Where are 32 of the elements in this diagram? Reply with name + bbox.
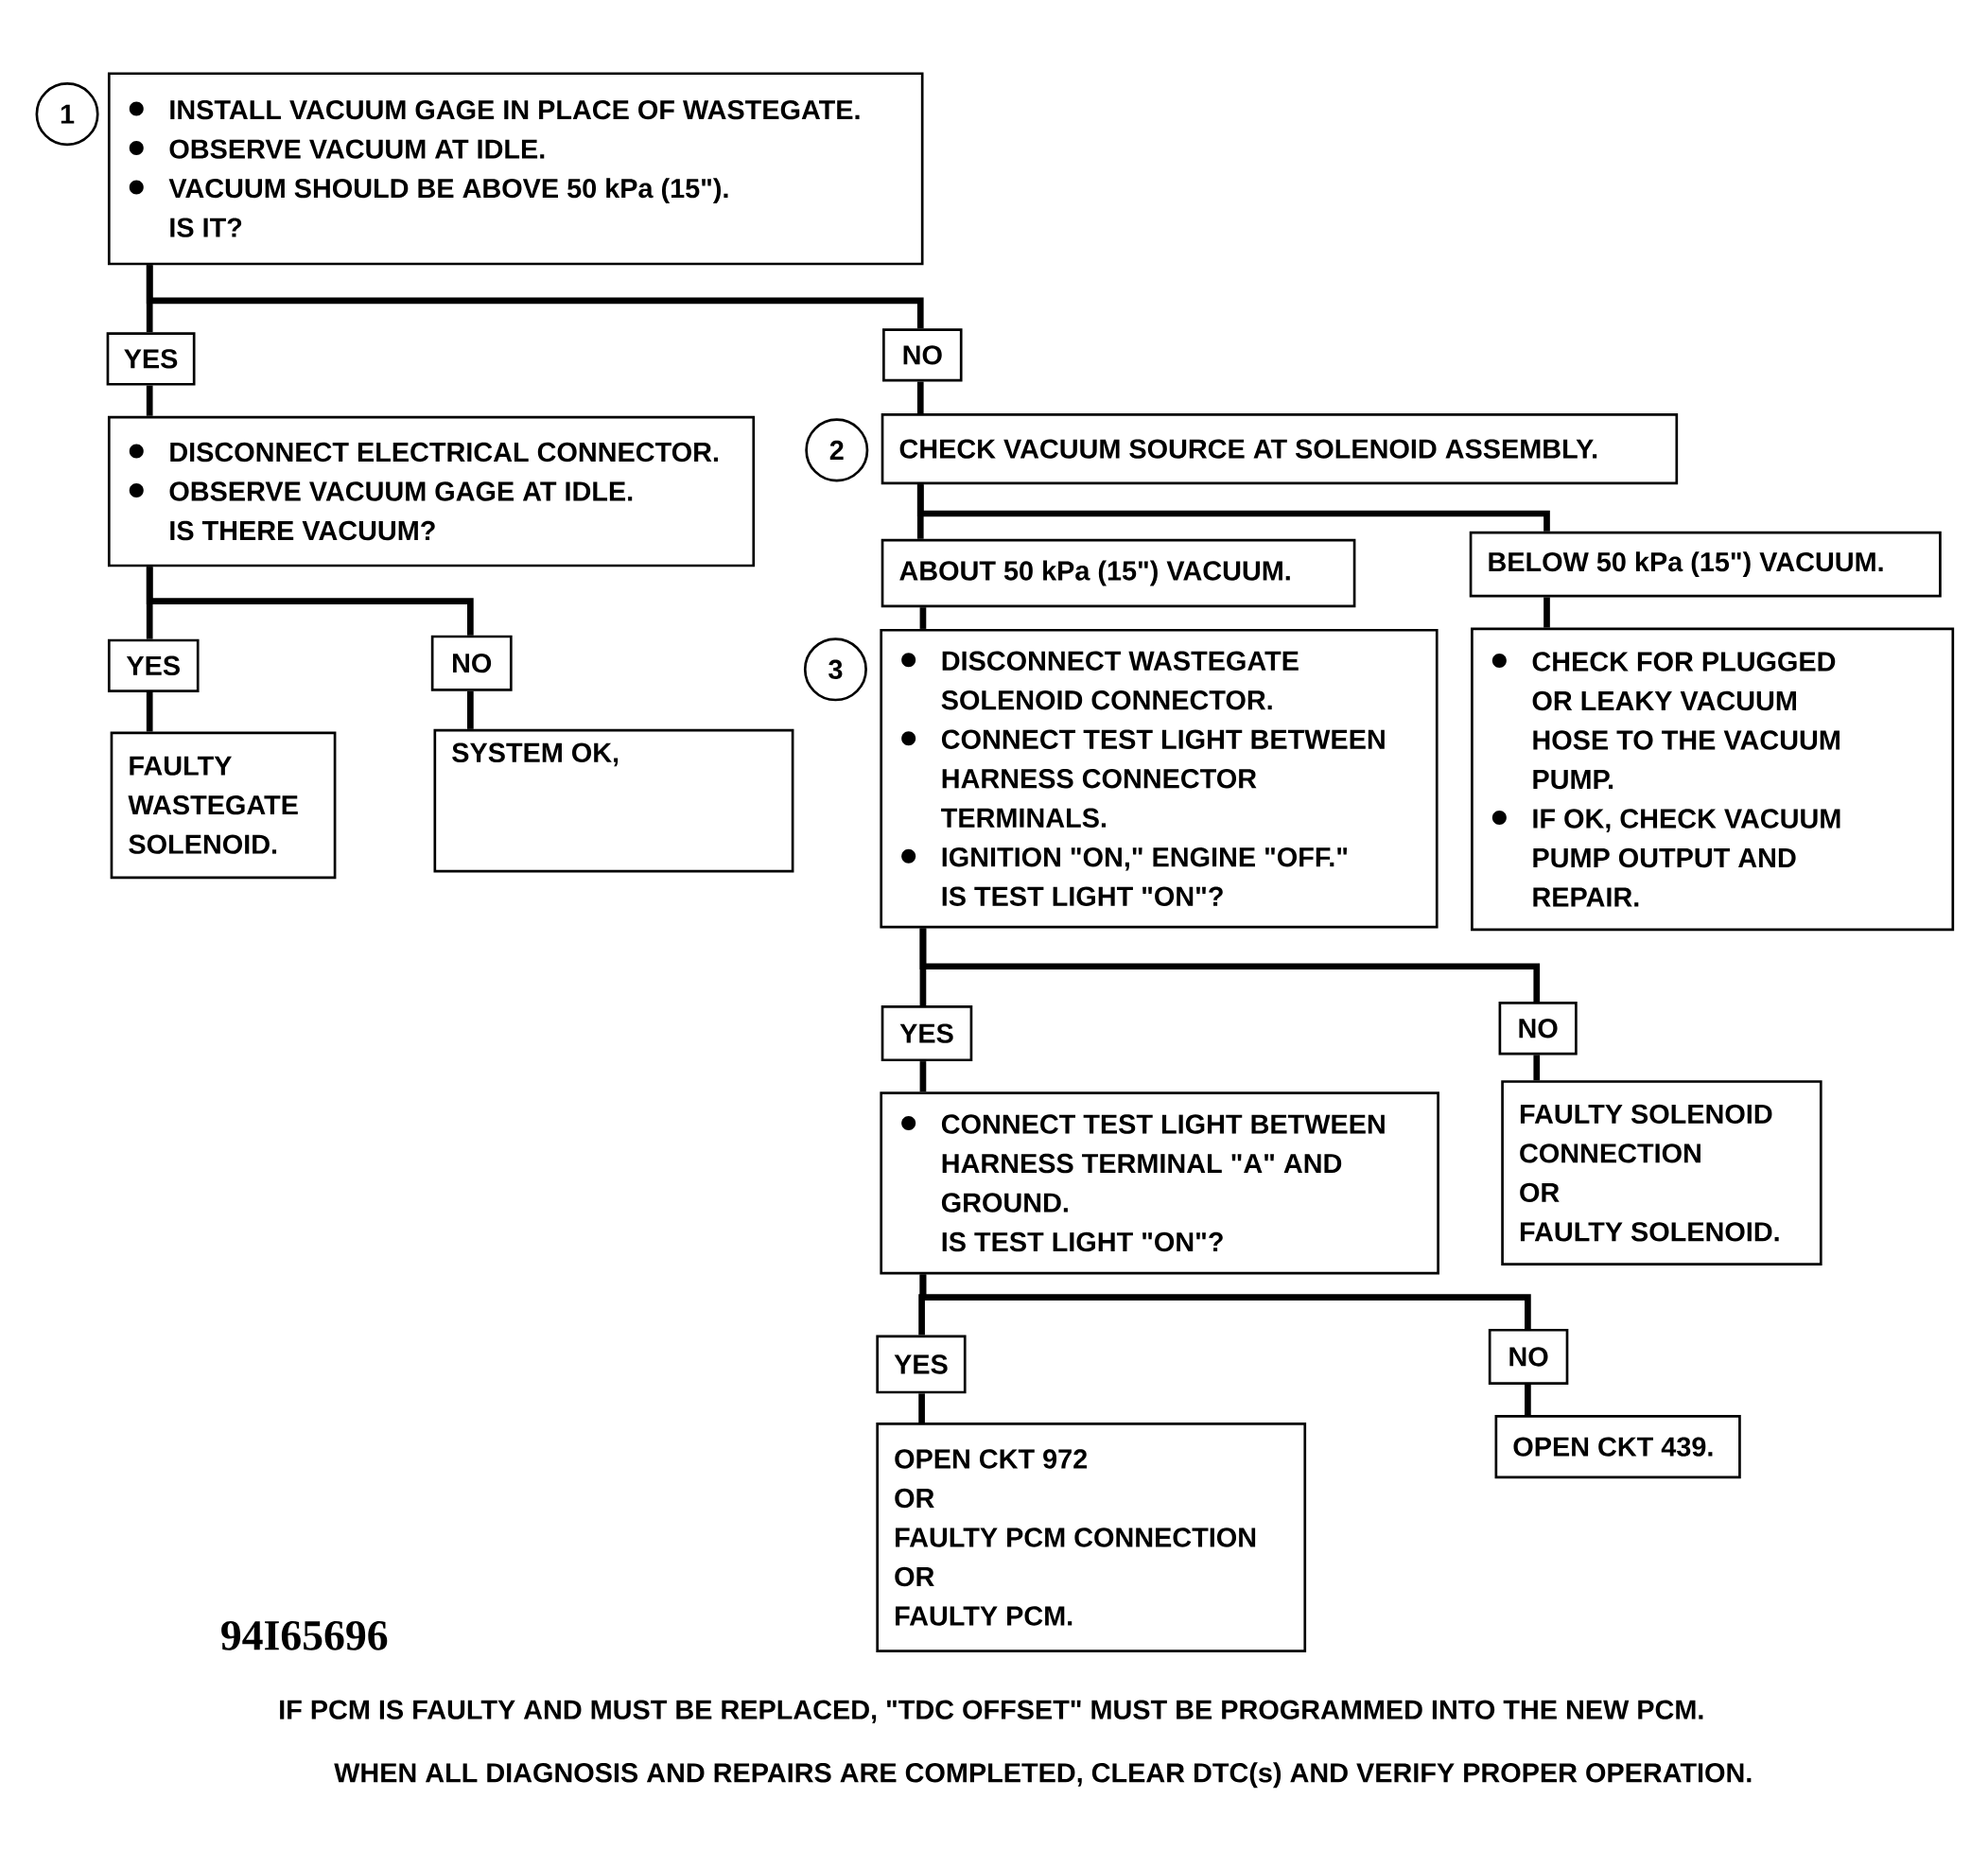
connector-line [919, 1274, 1531, 1330]
connector-line [1533, 1055, 1541, 1081]
branch-label-box: YES [106, 332, 196, 386]
note-text: IF PCM IS FAULTY AND MUST BE REPLACED, "TDC OFFSET" MUST BE PROGRAMMED INTO THE NEW PCM. [280, 1700, 1703, 1724]
branch-label-box: NO [1488, 1329, 1569, 1386]
step-box: INSTALL VACUUM GAGE IN PLACE OF WASTEGATE. OBSERVE VACUUM AT IDLE. VACUUM SHOULD BE ABOVE 50 kPa (15"). IS IT? [107, 72, 924, 266]
branch-label-box: YES [876, 1335, 967, 1394]
branch-label-box: YES [107, 638, 200, 693]
step-box: DISCONNECT WASTEGATE SOLENOID CONNECTOR. CONNECT TEST LIGHT BETWEEN HARNESS CONNECTOR TERMINALS. IGNITION "ON," ENGINE "OFF." IS TEST LIGHT "ON"? [880, 629, 1439, 929]
branch-label-box: NO [430, 635, 513, 691]
connector-line [146, 265, 924, 329]
connector-line [919, 607, 927, 630]
connector-line [467, 690, 474, 729]
step-box: CHECK VACUUM SOURCE AT SOLENOID ASSEMBLY. [881, 413, 1679, 485]
branch-label-box: NO [1498, 1002, 1578, 1056]
step-box: FAULTY WASTEGATE SOLENOID. [110, 731, 337, 880]
step-box: ABOUT 50 kPa (15") VACUUM. [881, 538, 1356, 608]
branch-label-box: NO [882, 328, 963, 382]
step-box: DISCONNECT ELECTRICAL CONNECTOR. OBSERVE VACUUM GAGE AT IDLE. IS THERE VACUUM? [107, 415, 756, 567]
step-box: OPEN CKT 972 OR FAULTY PCM CONNECTION OR FAULTY PCM. [876, 1423, 1307, 1653]
branch-label-box: YES [881, 1005, 973, 1062]
step-box: BELOW 50 kPa (15") VACUUM. [1469, 531, 1942, 598]
step-box: CONNECT TEST LIGHT BETWEEN HARNESS TERMINAL "A" AND GROUND. IS TEST LIGHT "ON"? [880, 1091, 1439, 1275]
step-box: OPEN CKT 439. [1494, 1415, 1741, 1479]
figure-number: 94I65696 [221, 1621, 388, 1650]
step-box: SYSTEM OK, [433, 729, 794, 873]
connector-line [916, 381, 924, 414]
note-text: WHEN ALL DIAGNOSIS AND REPAIRS ARE COMPLETED, CLEAR DTC(s) AND VERIFY PROPER OPERATION. [334, 1762, 1752, 1789]
connector-line [918, 1393, 925, 1423]
step-box: FAULTY SOLENOID CONNECTION OR FAULTY SOLENOID. [1501, 1080, 1822, 1266]
connector-line [919, 928, 1541, 1003]
step-box: CHECK FOR PLUGGED OR LEAKY VACUUM HOSE TO THE VACUUM PUMP. IF OK, CHECK VACUUM PUMP OUTPUT AND REPAIR. [1471, 627, 1955, 932]
